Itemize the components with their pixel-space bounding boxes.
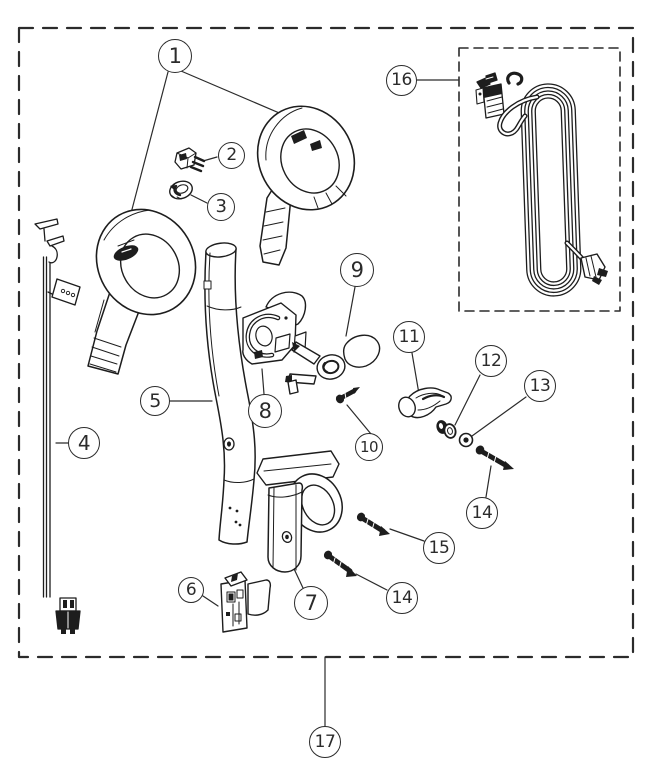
callout-1: 1 bbox=[158, 39, 192, 73]
part-10-screw bbox=[335, 387, 360, 404]
part-7-swivel-joint bbox=[256, 450, 343, 573]
callout-9: 9 bbox=[340, 253, 374, 287]
cord-coil bbox=[520, 83, 582, 297]
cord-switch bbox=[475, 72, 505, 119]
part-1-handle-right bbox=[256, 105, 356, 266]
part-14-screw-b bbox=[323, 550, 357, 577]
callout-2: 2 bbox=[218, 142, 245, 169]
callout-7: 7 bbox=[294, 586, 328, 620]
part-16-power-cord-assembly bbox=[475, 71, 608, 297]
callout-14-b: 14 bbox=[386, 582, 418, 614]
callout-10: 10 bbox=[355, 433, 383, 461]
callout-13: 13 bbox=[524, 370, 556, 402]
part-14-screw-a bbox=[475, 445, 514, 470]
callout-16: 16 bbox=[386, 65, 417, 96]
part-9-trigger-lever bbox=[285, 334, 381, 395]
callout-4: 4 bbox=[68, 427, 100, 459]
part-12-bushings bbox=[436, 420, 457, 439]
leader-lines bbox=[55, 70, 527, 727]
part-3-nut bbox=[169, 180, 193, 200]
cord-clip bbox=[506, 71, 524, 86]
part-4-wire-harness bbox=[34, 218, 81, 634]
cord-tail-plug bbox=[564, 240, 608, 285]
callout-17: 17 bbox=[309, 726, 341, 758]
cord-assembly-dashed-box bbox=[458, 47, 621, 312]
part-6-clip-bracket bbox=[220, 571, 272, 633]
part-15-screw bbox=[356, 512, 390, 536]
part-2-switch-button bbox=[174, 147, 206, 173]
callout-5: 5 bbox=[140, 386, 170, 416]
callout-14-a: 14 bbox=[466, 497, 498, 529]
outer-dashed-border bbox=[17, 26, 635, 659]
callout-11: 11 bbox=[393, 321, 425, 353]
part-5-handle-tube bbox=[203, 242, 256, 545]
callout-3: 3 bbox=[207, 193, 235, 221]
part-1-handle-left bbox=[87, 208, 197, 375]
cord-entry-hook bbox=[497, 94, 540, 137]
callout-8: 8 bbox=[248, 394, 282, 428]
callout-15: 15 bbox=[423, 532, 455, 564]
part-13-washer bbox=[458, 432, 474, 448]
part-11-cord-hook bbox=[398, 387, 452, 419]
callout-6: 6 bbox=[178, 577, 204, 603]
callout-12: 12 bbox=[475, 345, 507, 377]
